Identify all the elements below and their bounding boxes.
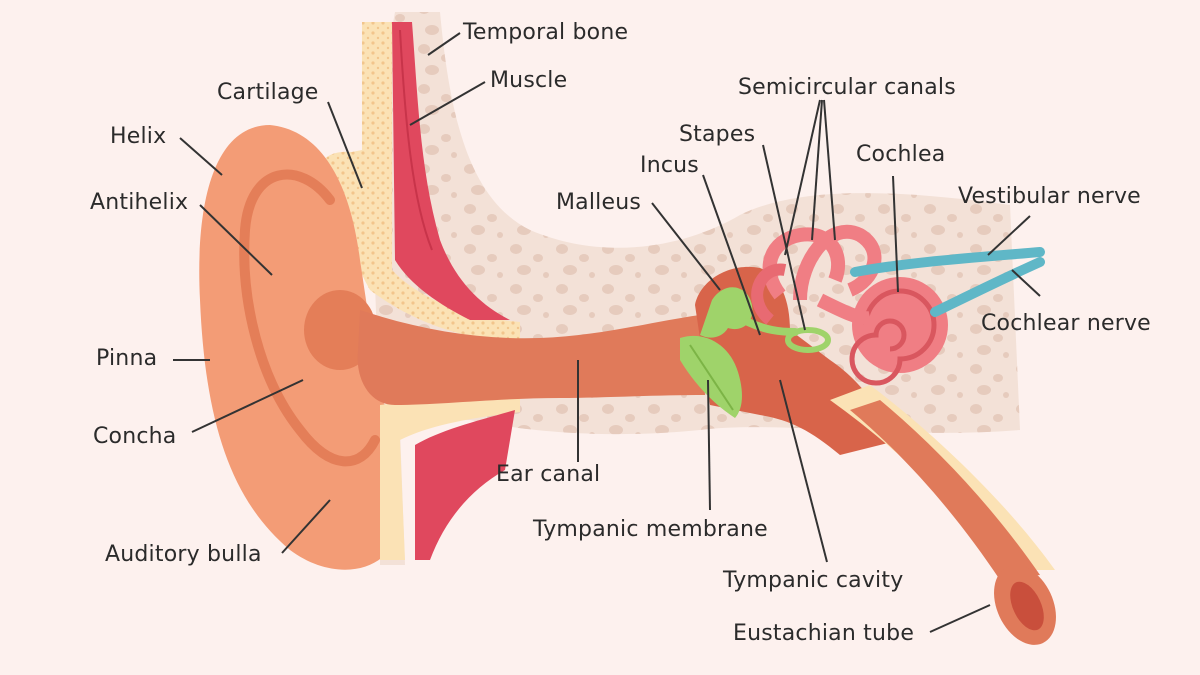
label-auditory-bulla: Auditory bulla bbox=[105, 542, 262, 567]
leader-semicircular-2 bbox=[811, 99, 823, 241]
leader-semicircular-1 bbox=[784, 99, 821, 256]
eustachian-tube-shape bbox=[830, 385, 1056, 645]
label-malleus: Malleus bbox=[556, 190, 642, 215]
leader-semicircular-3 bbox=[823, 99, 836, 241]
tympanic-membrane-shape bbox=[680, 335, 742, 418]
leader-helix bbox=[179, 137, 223, 176]
label-eustachian-tube: Eustachian tube bbox=[733, 621, 915, 646]
label-helix: Helix bbox=[110, 124, 167, 149]
label-cochlear-nerve: Cochlear nerve bbox=[981, 311, 1151, 336]
leader-tympanic-cavity bbox=[779, 379, 828, 563]
leader-stapes bbox=[762, 144, 806, 331]
leader-vestibular-nerve bbox=[987, 215, 1031, 256]
cartilage-shape bbox=[319, 22, 520, 342]
ear-canal-shape bbox=[357, 310, 705, 405]
label-concha: Concha bbox=[93, 424, 177, 449]
label-stapes: Stapes bbox=[679, 122, 756, 147]
label-tympanic-membrane: Tympanic membrane bbox=[533, 517, 768, 542]
leader-eustachian-tube bbox=[929, 604, 991, 633]
leader-antihelix bbox=[199, 204, 273, 276]
leader-tympanic-membrane bbox=[707, 379, 711, 511]
label-muscle: Muscle bbox=[490, 68, 568, 93]
label-pinna: Pinna bbox=[96, 346, 158, 371]
leader-cochlear-nerve bbox=[1011, 269, 1041, 297]
label-tympanic-cavity: Tympanic cavity bbox=[723, 568, 904, 593]
leader-incus bbox=[702, 174, 761, 336]
label-ear-canal: Ear canal bbox=[496, 462, 601, 487]
label-vestibular-nerve: Vestibular nerve bbox=[958, 184, 1141, 209]
muscle-shape bbox=[392, 22, 510, 320]
leader-temporal-bone bbox=[427, 32, 461, 56]
lower-cartilage-shape bbox=[380, 392, 520, 560]
nerves-shape bbox=[850, 247, 1045, 317]
label-semicircular-canals: Semicircular canals bbox=[738, 75, 956, 100]
leader-lines bbox=[173, 32, 1041, 633]
leader-auditory-bulla bbox=[281, 499, 331, 554]
leader-muscle bbox=[409, 81, 486, 126]
leader-cochlea bbox=[892, 175, 899, 293]
label-temporal-bone: Temporal bone bbox=[463, 20, 629, 45]
label-cochlea: Cochlea bbox=[856, 142, 946, 167]
leader-cartilage bbox=[327, 101, 363, 189]
label-antihelix: Antihelix bbox=[90, 190, 189, 215]
label-incus: Incus bbox=[640, 153, 699, 178]
leader-concha bbox=[191, 379, 304, 433]
label-cartilage: Cartilage bbox=[217, 80, 319, 105]
ossicles-shape bbox=[700, 287, 831, 353]
leader-malleus bbox=[651, 202, 721, 291]
